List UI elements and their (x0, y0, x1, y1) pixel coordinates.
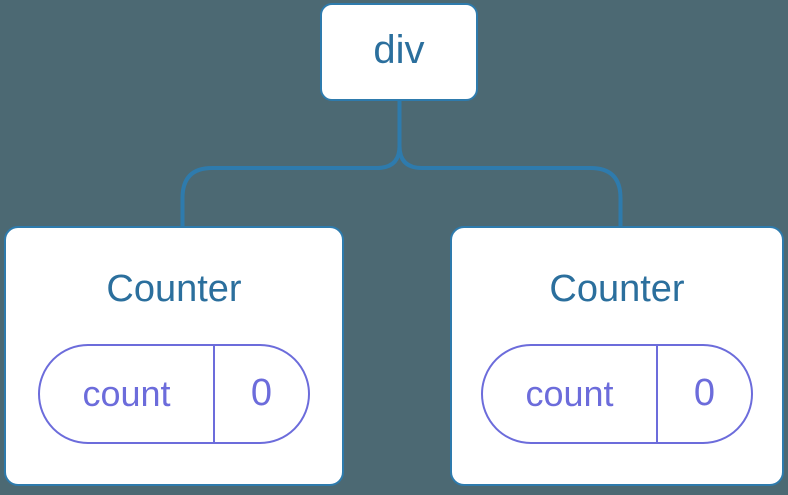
state-pill: count 0 (481, 343, 753, 444)
state-key-cell: count (40, 345, 215, 442)
node-counter-1: Counter count 0 (4, 226, 344, 486)
node-counter-2: Counter count 0 (450, 226, 784, 486)
counter-title: Counter (106, 268, 242, 310)
state-key-cell: count (483, 345, 658, 442)
connector-left-branch (180, 100, 402, 227)
counter-title: Counter (549, 268, 685, 310)
state-value-cell: 0 (250, 372, 273, 415)
state-value-cell: 0 (693, 372, 716, 415)
node-div: div (320, 3, 478, 101)
connector-right-branch (397, 100, 623, 227)
state-pill: count 0 (38, 343, 310, 444)
node-div-label: div (373, 28, 425, 72)
